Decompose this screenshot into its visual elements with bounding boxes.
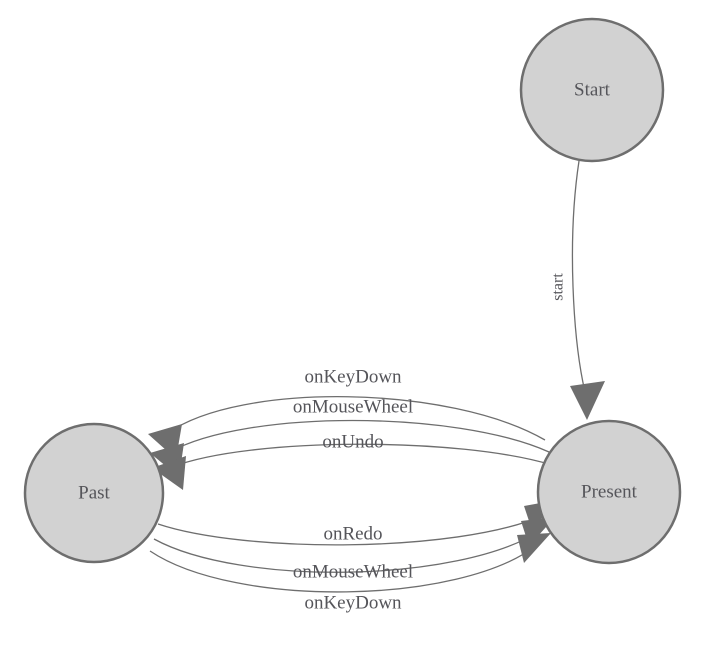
node-present-label: Present: [581, 481, 638, 502]
edge-present-past-undo[interactable]: [152, 443, 553, 490]
edge-label-present-past-wheel: onMouseWheel: [293, 396, 413, 417]
edge-start-present-path: [571, 160, 586, 393]
edge-past-present-redo-path: [157, 515, 543, 546]
edge-label-present-past-undo: onUndo: [322, 431, 383, 452]
edge-label-past-present-keydown: onKeyDown: [304, 592, 402, 613]
node-start-circle: [519, 17, 665, 163]
edge-label-start: start: [550, 273, 567, 301]
node-start[interactable]: Start: [519, 17, 665, 163]
edge-present-past-wheel-path: [169, 419, 550, 453]
edge-past-present-keydown-path: [149, 544, 538, 593]
edge-present-past-undo-arrowhead: [152, 456, 186, 490]
node-past[interactable]: Past: [23, 422, 165, 564]
edge-label-past-present-wheel: onMouseWheel: [293, 561, 413, 582]
edge-start-present-arrowhead: [570, 381, 605, 420]
edge-past-present-wheel-path: [153, 530, 541, 573]
node-past-circle: [23, 422, 165, 564]
node-present[interactable]: Present: [536, 419, 682, 565]
node-present-circle: [536, 419, 682, 565]
edge-present-past-keydown-path: [167, 396, 546, 441]
edge-label-present-past-keydown: onKeyDown: [304, 366, 402, 387]
edge-present-past-undo-path: [171, 443, 553, 468]
node-past-label: Past: [78, 482, 110, 503]
edge-start-present[interactable]: [570, 160, 605, 420]
edge-past-present-keydown-arrowhead: [517, 533, 551, 563]
edge-past-present-keydown[interactable]: [149, 533, 551, 593]
node-start-label: Start: [574, 79, 611, 100]
edge-label-past-present-redo: onRedo: [323, 523, 382, 544]
